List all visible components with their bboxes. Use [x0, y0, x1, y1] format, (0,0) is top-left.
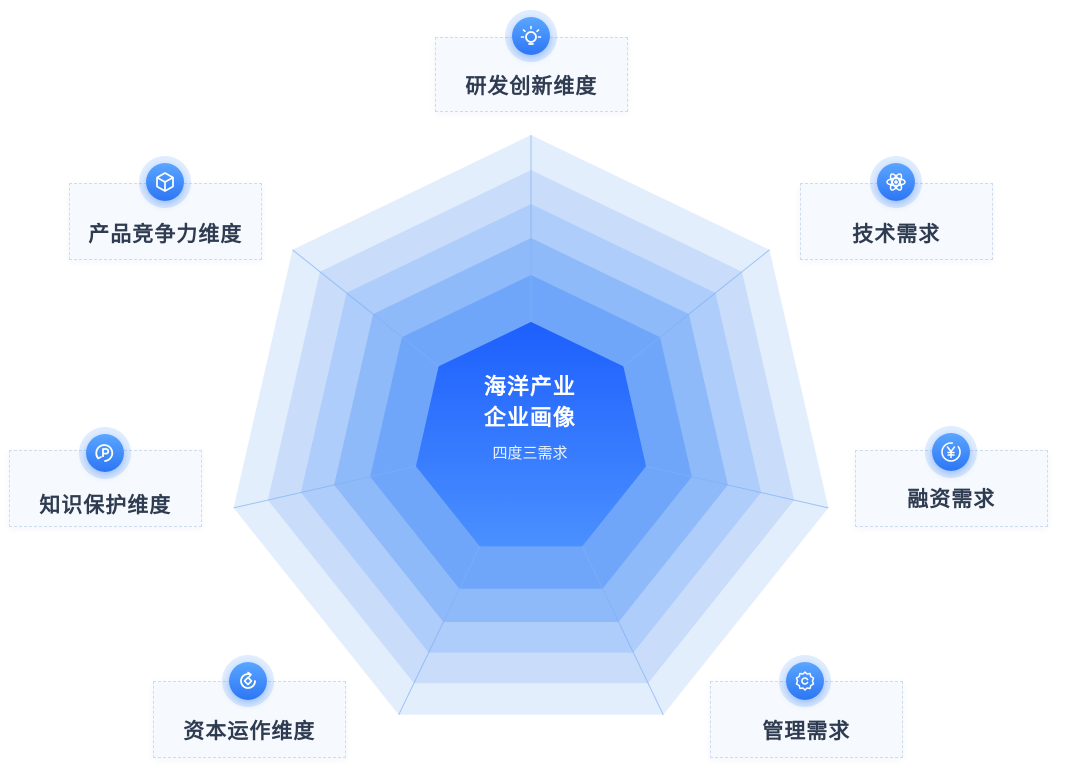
card-capital: 资本运作维度 [153, 681, 346, 758]
bulb-icon [520, 25, 542, 45]
cycle-icon [240, 671, 256, 689]
badge-finance [925, 426, 977, 478]
core-heptagon [416, 322, 646, 547]
card-ip: 知识保护维度 [9, 450, 202, 527]
card-product-label: 产品竞争力维度 [88, 222, 243, 246]
yen-coin-icon [941, 442, 961, 462]
badge-product [139, 156, 191, 208]
center-title-line2: 企业画像 [483, 406, 576, 431]
heptagon-spokes [233, 135, 829, 716]
badge-rd [505, 10, 557, 62]
badge-mgmt [779, 655, 831, 707]
card-ip-label: 知识保护维度 [39, 493, 172, 517]
card-finance-label: 融资需求 [907, 487, 996, 511]
badge-ip [79, 427, 131, 479]
card-rd-label: 研发创新维度 [465, 74, 598, 98]
center-label: 海洋产业 企业画像 四度三需求 [455, 372, 605, 463]
center-title-line1: 海洋产业 [483, 375, 576, 400]
gear-icon [795, 671, 815, 691]
card-capital-label: 资本运作维度 [183, 719, 316, 743]
badge-tech [870, 156, 922, 208]
center-subtitle: 四度三需求 [492, 444, 568, 462]
patent-icon [95, 444, 114, 462]
atom-icon [886, 173, 906, 191]
card-mgmt-label: 管理需求 [762, 719, 851, 743]
card-tech-label: 技术需求 [852, 222, 941, 246]
cube-icon [156, 172, 174, 192]
badge-capital [222, 655, 274, 707]
